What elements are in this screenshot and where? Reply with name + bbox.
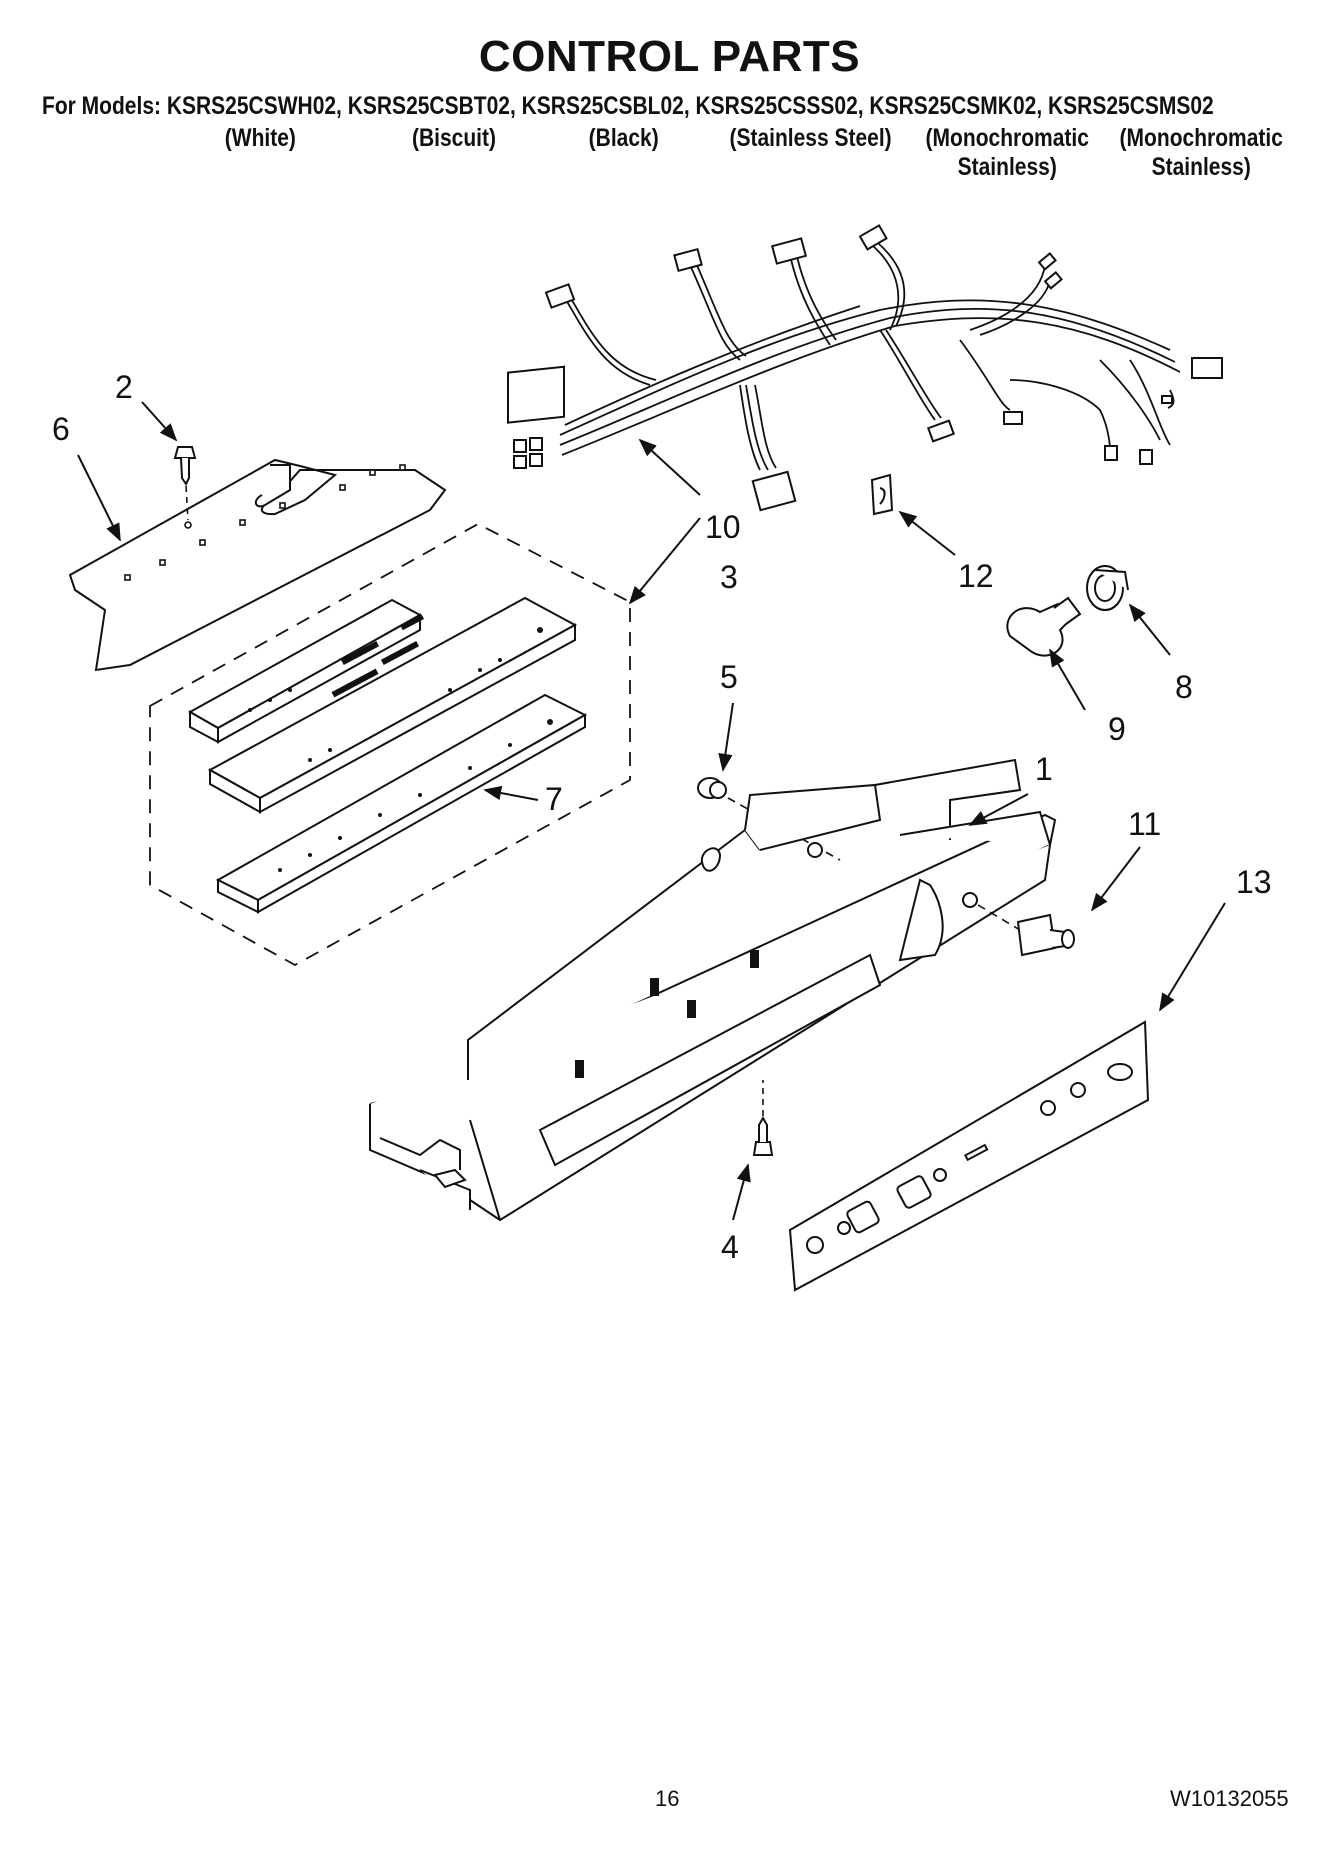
color-label-stainless: (Stainless Steel) [729, 124, 891, 153]
color-label-text: (Monochromatic [1119, 124, 1283, 152]
page-number: 16 [655, 1786, 680, 1811]
color-label-text-2: Stainless) [1151, 153, 1251, 181]
leader-lines [77, 401, 1226, 1221]
housing-hole [807, 842, 823, 858]
color-label-mono-1: (Monochromatic Stainless) [926, 124, 1089, 182]
callout-5: 5 [720, 659, 738, 695]
color-label-text: (Biscuit) [412, 124, 496, 152]
color-label-text: (White) [224, 124, 296, 152]
control-board-lower [215, 693, 588, 914]
color-label-biscuit: (Biscuit) [412, 124, 496, 153]
mounting-plate [68, 458, 447, 672]
callout-7: 7 [545, 781, 563, 817]
callout-12: 12 [958, 558, 994, 594]
light-bulb [1006, 596, 1082, 657]
callout-8: 8 [1175, 669, 1193, 705]
plate-holes [124, 464, 406, 581]
document-number: W10132055 [1170, 1786, 1289, 1811]
page-title: CONTROL PARTS [478, 32, 861, 81]
color-label-black: (Black) [589, 124, 659, 153]
callout-6: 6 [52, 411, 70, 447]
wire-harness [559, 242, 1181, 471]
callout-4: 4 [721, 1229, 739, 1265]
lower-board-components [278, 719, 553, 872]
color-label-text: (Stainless Steel) [729, 124, 892, 152]
callout-13: 13 [1236, 864, 1272, 900]
callout-2: 2 [115, 369, 133, 405]
housing-hole-2 [962, 892, 978, 908]
screw-part-4 [752, 1115, 774, 1156]
control-housing [369, 758, 1057, 1222]
housing-tabs [575, 950, 759, 1078]
screw-part-2 [173, 446, 197, 486]
board-components [248, 614, 543, 762]
color-label-text-2: Stainless) [957, 153, 1057, 181]
board-assembly-group [149, 522, 631, 967]
clip-part [870, 473, 894, 516]
grommet-part-5 [697, 777, 727, 799]
callout-9: 9 [1108, 711, 1126, 747]
callout-1: 1 [1035, 751, 1053, 787]
lamp-socket [1086, 565, 1129, 611]
callout-3: 3 [720, 559, 738, 595]
callout-11: 11 [1128, 806, 1161, 842]
light-switch-part [1016, 913, 1075, 957]
color-label-white: (White) [225, 124, 296, 153]
control-board-upper [187, 596, 578, 814]
callout-10: 10 [705, 509, 741, 545]
models-line: For Models: KSRS25CSWH02, KSRS25CSBT02, … [42, 92, 1214, 120]
callout-numbers: 1 2 3 4 5 6 7 8 9 10 11 12 13 [52, 369, 1272, 1265]
color-label-mono-2: (Monochromatic Stainless) [1120, 124, 1283, 182]
color-label-text: (Black) [588, 124, 659, 152]
harness-connectors [507, 224, 1223, 512]
control-overlay [788, 1020, 1150, 1292]
color-label-text: (Monochromatic [925, 124, 1089, 152]
